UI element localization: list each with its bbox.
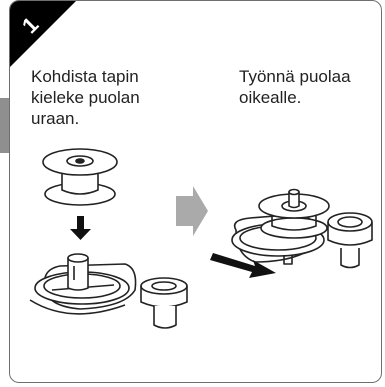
bobbin-winder-right	[231, 188, 373, 269]
down-arrow-icon	[70, 216, 91, 240]
bobbin-illustration	[42, 148, 118, 206]
instruction-left: Kohdista tapin kieleke puolan uraan.	[31, 67, 140, 128]
bobbin-winder-spindle-left	[29, 253, 188, 329]
right-chevron-arrow-icon	[176, 186, 208, 236]
step-number-badge: 1	[10, 1, 76, 67]
side-tab-marker	[0, 98, 9, 153]
push-right-arrow-icon	[210, 253, 276, 278]
instruction-right: Työnnä puolaa oikealle.	[239, 67, 351, 107]
